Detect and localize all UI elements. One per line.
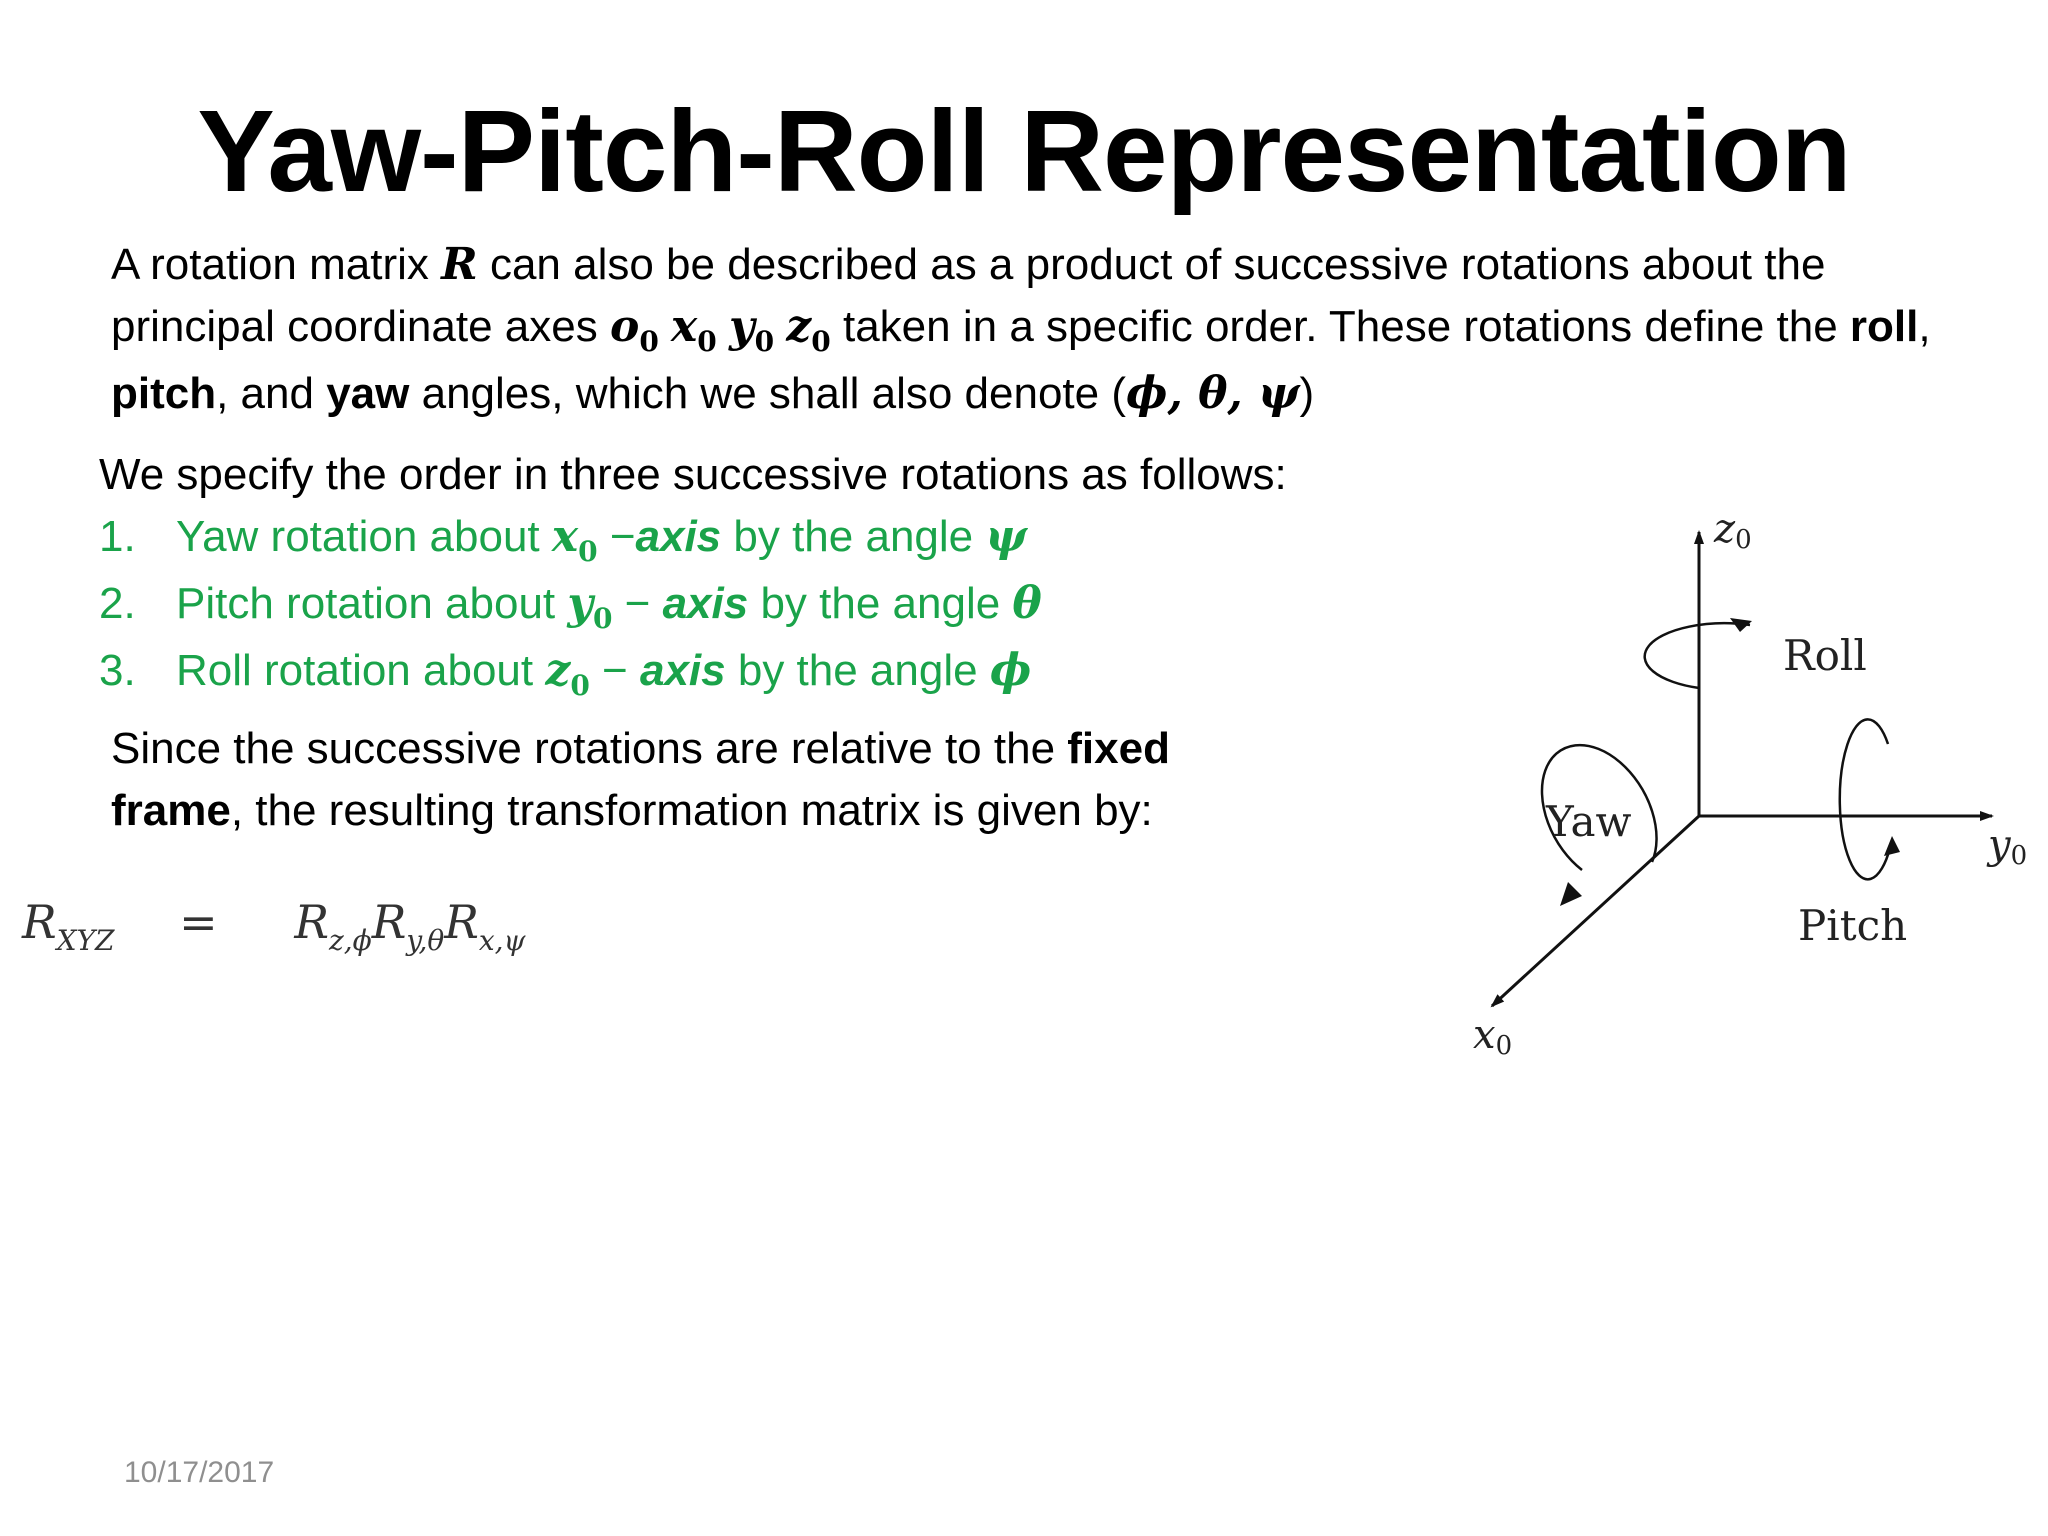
intro-text: can also be described as a product of su… bbox=[111, 240, 1826, 351]
fixed-frame-paragraph: Since the successive rotations are relat… bbox=[111, 724, 1170, 835]
rotation-order-section: We specify the order in three successive… bbox=[99, 444, 1399, 707]
yaw-arrowhead bbox=[1560, 882, 1582, 906]
list-item-pitch: 2.Pitch rotation about y0 − axis by the … bbox=[99, 573, 1399, 640]
pitch-arrowhead bbox=[1884, 836, 1900, 856]
axis-o0: o0 bbox=[609, 301, 659, 358]
list-number: 3. bbox=[99, 646, 136, 695]
yaw-label: Yaw bbox=[1545, 797, 1632, 846]
list-item-yaw: 1.Yaw rotation about x0 −axis by the ang… bbox=[99, 506, 1399, 573]
yaw-arc bbox=[1540, 743, 1658, 871]
axis-y0: y0 bbox=[728, 301, 775, 358]
slide-date: 10/17/2017 bbox=[124, 1456, 275, 1489]
axis-z0: z0 bbox=[786, 301, 831, 358]
yaw-term: yaw bbox=[326, 369, 410, 418]
intro-paragraph: A rotation matrix R can also be describe… bbox=[111, 239, 1931, 419]
intro-text: angles, which we shall also denote ( bbox=[409, 369, 1127, 418]
list-number: 1. bbox=[99, 512, 136, 561]
axis-x0: x0 bbox=[671, 301, 717, 358]
yaw-pitch-roll-diagram: z0 y0 x0 Roll Yaw Pitch bbox=[1473, 506, 2027, 1061]
pitch-arc bbox=[1838, 718, 1892, 881]
list-item-roll: 3.Roll rotation about z0 − axis by the a… bbox=[99, 640, 1399, 707]
order-heading: We specify the order in three successive… bbox=[99, 450, 1287, 499]
list-number: 2. bbox=[99, 579, 136, 628]
rxyz-equation: RXYZ = Rz,ϕRy,θRx,ψ bbox=[22, 895, 526, 957]
slide-title: Yaw-Pitch-Roll Representation bbox=[197, 86, 1851, 216]
roll-arrowhead bbox=[1730, 618, 1752, 632]
intro-text: A rotation matrix bbox=[111, 240, 442, 289]
roll-term: roll bbox=[1849, 302, 1919, 351]
pitch-label: Pitch bbox=[1798, 901, 1907, 950]
roll-arc bbox=[1643, 622, 1751, 690]
rotation-matrix-symbol: R bbox=[441, 239, 478, 290]
angle-symbols: ϕ, θ, ψ bbox=[1126, 368, 1300, 419]
intro-text: taken in a specific order. These rotatio… bbox=[830, 302, 1850, 351]
y0-label: y0 bbox=[1986, 822, 2027, 871]
x0-label: x0 bbox=[1473, 1012, 1512, 1061]
fixed-frame-term: fixed frame bbox=[111, 724, 1170, 835]
roll-label: Roll bbox=[1783, 631, 1867, 680]
z0-label: z0 bbox=[1713, 506, 1752, 555]
pitch-term: pitch bbox=[111, 369, 217, 418]
x-axis-line bbox=[1490, 814, 1701, 1008]
